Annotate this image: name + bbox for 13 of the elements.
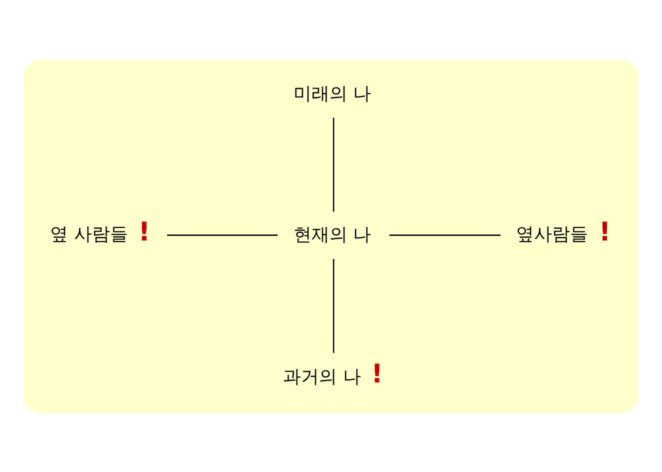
connector [167,234,278,236]
node-label: ! [371,359,383,390]
cluster [24,59,638,413]
node-text: 과거의 나 [283,366,361,387]
node-text: 옆 사람들 [50,223,128,244]
node-text: 미래의 나 [293,83,372,104]
node-label: ! [138,216,150,247]
connector [389,234,500,236]
node-text: 옆사람들 [516,223,588,244]
connector [332,258,334,352]
node-label: ! [598,216,611,247]
node-text: 현재의 나 [293,224,372,246]
connector [332,117,334,212]
